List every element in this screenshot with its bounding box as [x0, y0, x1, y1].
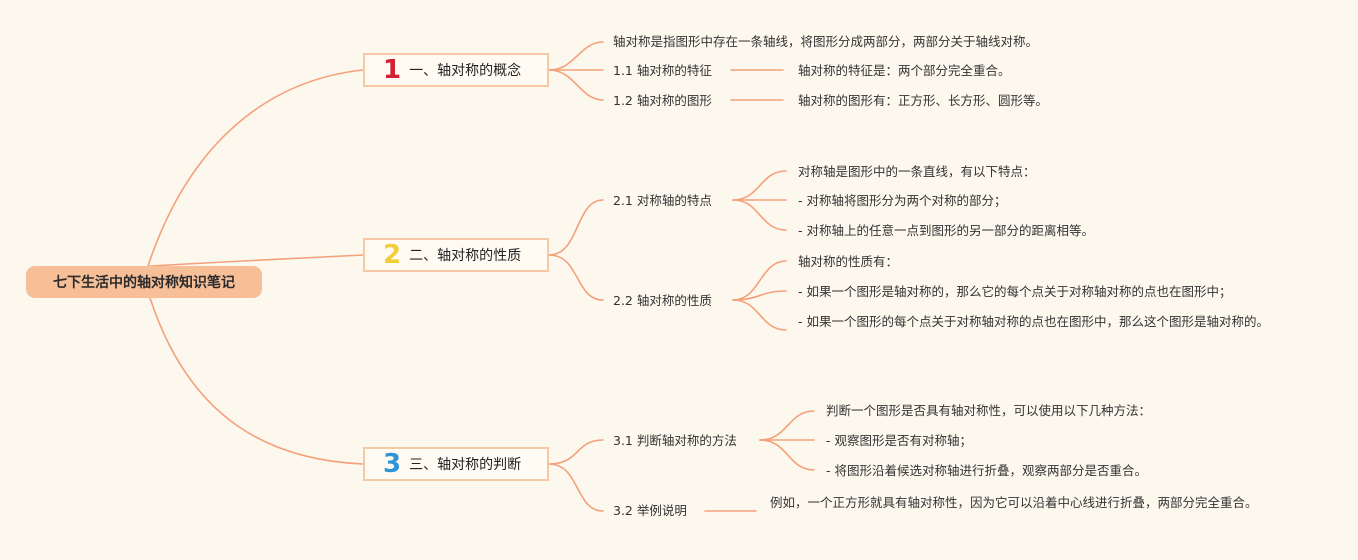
branch-concept[interactable]: 1 一、轴对称的概念	[363, 53, 549, 87]
detail-text: - 将图形沿着候选对称轴进行折叠，观察两部分是否重合。	[826, 463, 1147, 478]
root-topic[interactable]: 七下生活中的轴对称知识笔记	[26, 266, 262, 298]
detail-text: 轴对称的图形有：正方形、长方形、圆形等。	[798, 93, 1049, 108]
subtopic-2-1[interactable]: 2.1 对称轴的特点	[613, 193, 712, 208]
detail-text: - 如果一个图形是轴对称的，那么它的每个点关于对称轴对称的点也在图形中；	[798, 284, 1232, 299]
subtopic-1-1[interactable]: 1.1 轴对称的特征	[613, 63, 712, 78]
detail-text: 判断一个图形是否具有轴对称性，可以使用以下几种方法：	[826, 403, 1152, 418]
number-one-icon: 1	[383, 55, 402, 85]
detail-text: - 如果一个图形的每个点关于对称轴对称的点也在图形中，那么这个图形是轴对称的。	[798, 314, 1269, 329]
number-three-icon: 3	[383, 449, 402, 479]
branch-label: 三、轴对称的判断	[409, 457, 522, 473]
detail-text: - 对称轴上的任意一点到图形的另一部分的距离相等。	[798, 223, 1094, 238]
detail-text: 轴对称的特征是：两个部分完全重合。	[798, 63, 1011, 78]
detail-text: - 观察图形是否有对称轴；	[826, 433, 972, 448]
subtopic-2-2[interactable]: 2.2 轴对称的性质	[613, 293, 712, 308]
detail-text: 例如，一个正方形就具有轴对称性，因为它可以沿着中心线进行折叠，两部分完全重合。	[770, 495, 1258, 510]
branch-label: 二、轴对称的性质	[409, 248, 522, 264]
subtopic-3-2[interactable]: 3.2 举例说明	[613, 503, 687, 518]
subtopic-3-1[interactable]: 3.1 判断轴对称的方法	[613, 433, 737, 448]
definition-text: 轴对称是指图形中存在一条轴线，将图形分成两部分，两部分关于轴线对称。	[613, 34, 1039, 49]
detail-text: - 对称轴将图形分为两个对称的部分；	[798, 193, 1007, 208]
detail-text: 轴对称的性质有：	[798, 254, 899, 269]
branch-judgment[interactable]: 3 三、轴对称的判断	[363, 447, 549, 481]
number-two-icon: 2	[383, 240, 402, 270]
branch-properties[interactable]: 2 二、轴对称的性质	[363, 238, 549, 272]
branch-label: 一、轴对称的概念	[409, 63, 522, 79]
detail-text: 对称轴是图形中的一条直线，有以下特点：	[798, 164, 1036, 179]
subtopic-1-2[interactable]: 1.2 轴对称的图形	[613, 93, 712, 108]
